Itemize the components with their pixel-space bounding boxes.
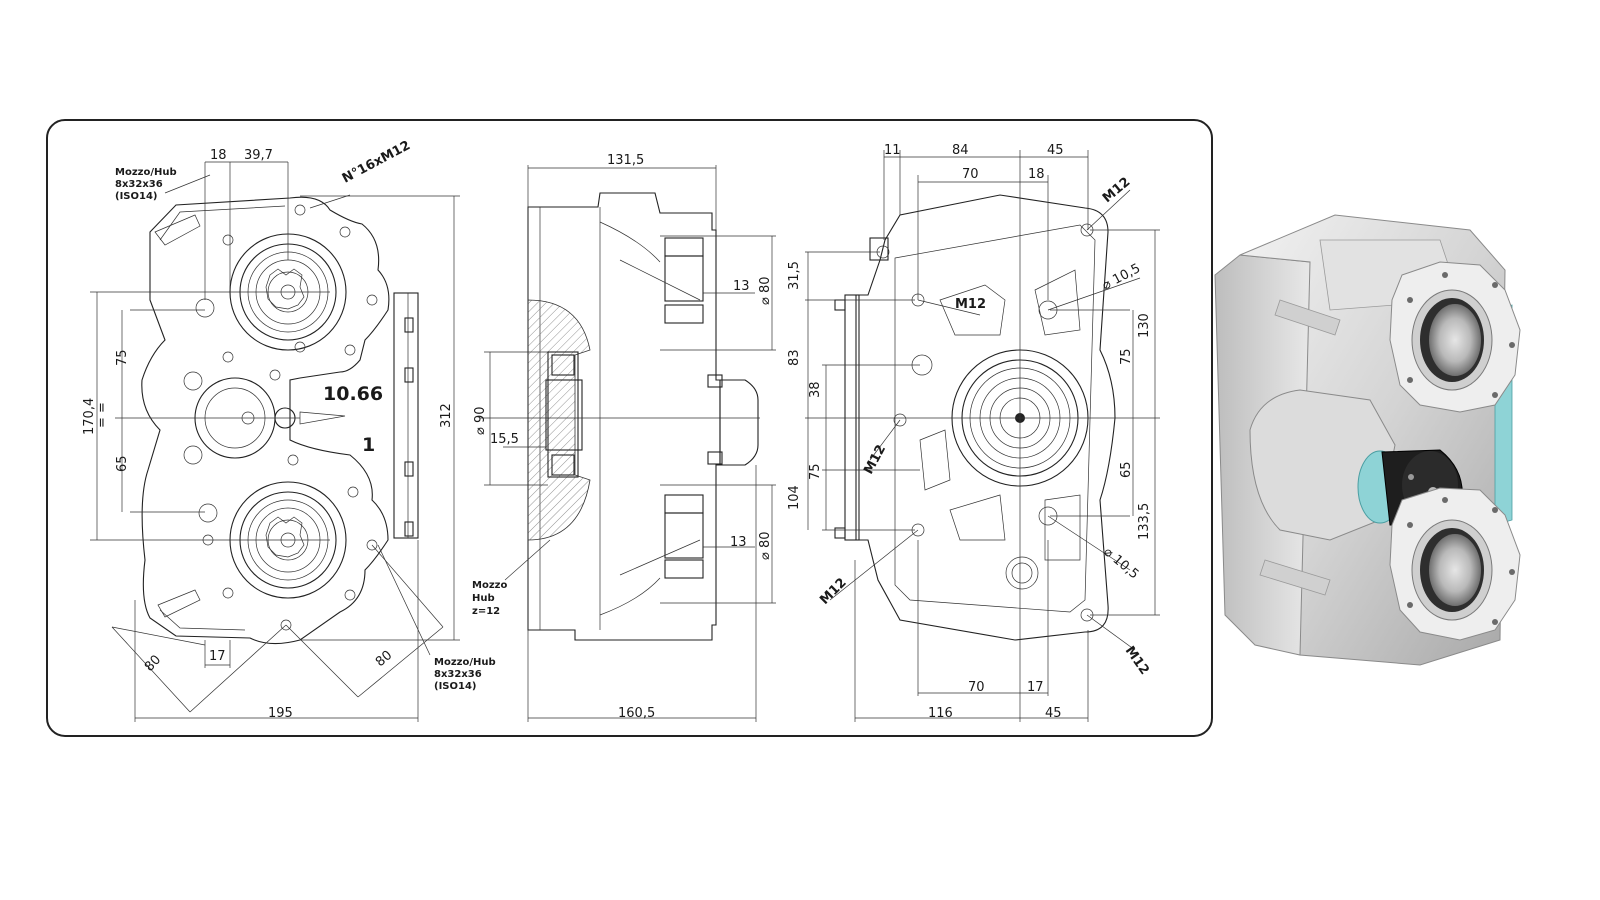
hub-top-line1: Mozzo/Hub (115, 167, 177, 178)
hub-top-line3: (ISO14) (115, 191, 157, 202)
dim-18: 18 (210, 148, 227, 163)
dim-130: 130 (1137, 313, 1152, 338)
hub-top-line2: 8x32x36 (115, 179, 163, 190)
dim-eq: = = (95, 402, 110, 428)
dim-38: 38 (808, 381, 823, 398)
dim-195: 195 (268, 706, 293, 721)
dim-84: 84 (952, 143, 969, 158)
m12-bottom-right: M12 (1122, 644, 1152, 678)
m12-left: M12 (861, 442, 889, 476)
hub-bottom-line2: 8x32x36 (434, 669, 482, 680)
gearbox-3d-render (1214, 214, 1521, 666)
dim-65-rear: 65 (1119, 461, 1134, 478)
ratio-bottom: 1 (362, 434, 375, 456)
dim-133-5: 133,5 (1137, 503, 1152, 540)
m12-bottom-left: M12 (817, 575, 850, 608)
dim-13-bottom: 13 (730, 535, 747, 550)
dim-312: 312 (439, 403, 454, 428)
dim-80-right: 80 (373, 648, 395, 670)
dim-17-rear: 17 (1027, 680, 1044, 695)
ratio-top: 10.66 (323, 383, 383, 405)
dim-160-5: 160,5 (618, 706, 655, 721)
dim-170-4: 170,4 (82, 398, 97, 435)
dim-75-left: 75 (808, 463, 823, 480)
side-hub-line2: Hub (472, 593, 495, 604)
dim-70-bottom: 70 (968, 680, 985, 695)
dim-dia-80-top: ⌀ 80 (758, 276, 773, 305)
side-view: 131,5 13 ⌀ 80 ⌀ 90 15,5 13 ⌀ 80 Mozzo Hu… (472, 153, 776, 722)
dim-116: 116 (928, 706, 953, 721)
m12-top-right: M12 (1100, 175, 1133, 206)
dim-75-right: 75 (1119, 348, 1134, 365)
dim-65: 65 (115, 455, 130, 472)
front-view: Mozzo/Hub 8x32x36 (ISO14) 18 39,7 N°16xM… (82, 138, 496, 722)
drawing-frame (46, 119, 1213, 737)
bolt-callout: N°16xM12 (340, 138, 413, 186)
rear-view: 11 84 45 70 18 M12 31,5 M12 ⌀ 10,5 130 8… (787, 143, 1160, 722)
dim-39-7: 39,7 (244, 148, 273, 163)
side-hub-line3: z=12 (472, 606, 500, 617)
dim-dia-90: ⌀ 90 (473, 406, 488, 435)
dim-70-top: 70 (962, 167, 979, 182)
m12-mid: M12 (955, 297, 986, 312)
side-hub-line1: Mozzo (472, 580, 507, 591)
dim-131-5: 131,5 (607, 153, 644, 168)
dim-83: 83 (787, 349, 802, 366)
dim-dia-80-bottom: ⌀ 80 (758, 531, 773, 560)
dim-80-left: 80 (142, 652, 164, 674)
hub-bottom-line3: (ISO14) (434, 681, 476, 692)
dim-104: 104 (787, 485, 802, 510)
dim-15-5: 15,5 (490, 432, 519, 447)
dim-dia-10-5-top: ⌀ 10,5 (1100, 261, 1143, 293)
dim-11: 11 (884, 143, 901, 158)
dim-dia-10-5-bottom: ⌀ 10,5 (1100, 545, 1141, 583)
hub-bottom-line1: Mozzo/Hub (434, 657, 496, 668)
dim-75: 75 (115, 349, 130, 366)
dim-18-rear: 18 (1028, 167, 1045, 182)
dim-45-top: 45 (1047, 143, 1064, 158)
dim-31-5: 31,5 (787, 261, 802, 290)
dim-17: 17 (209, 649, 226, 664)
dim-13-top: 13 (733, 279, 750, 294)
dim-45-bottom: 45 (1045, 706, 1062, 721)
